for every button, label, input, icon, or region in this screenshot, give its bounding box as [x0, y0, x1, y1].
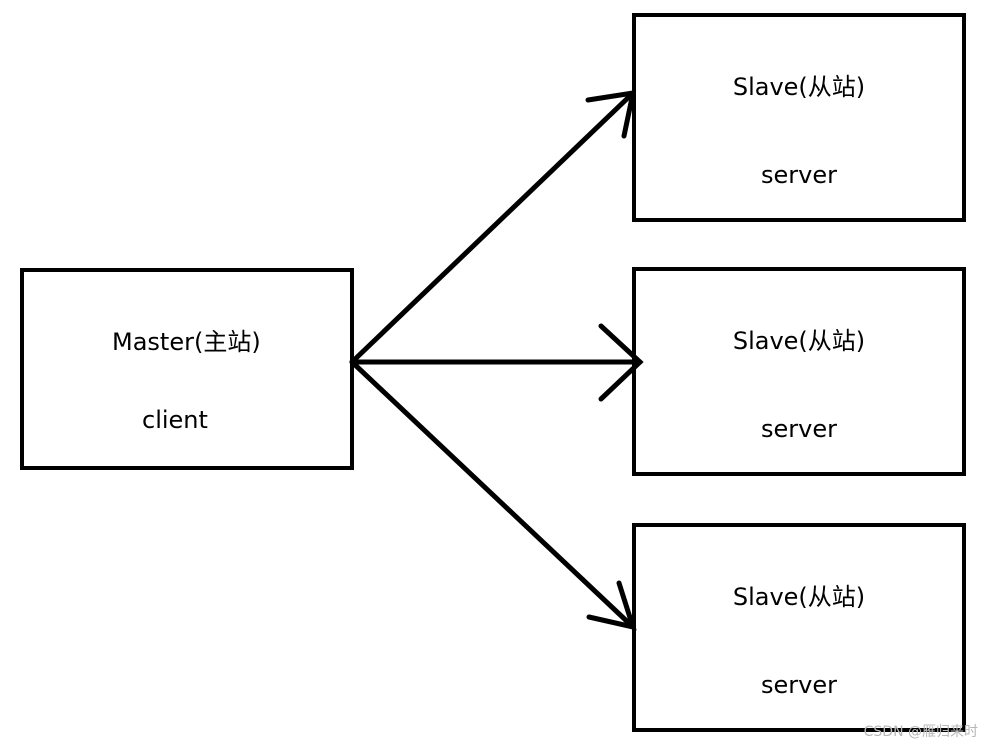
slave-1-title: Slave(从站) [732, 73, 866, 101]
slave-node-2: Slave(从站) server [632, 267, 966, 476]
slave-node-3: Slave(从站) server [632, 523, 966, 732]
slave-2-role: server [761, 415, 837, 443]
master-title: Master(主站) [112, 328, 261, 356]
arrow-to-slave-3 [349, 359, 637, 631]
slave-1-role: server [761, 161, 837, 189]
master-role: client [142, 406, 208, 434]
slave-3-title: Slave(从站) [732, 583, 866, 611]
slave-2-title: Slave(从站) [732, 327, 866, 355]
master-node: Master(主站) client [20, 268, 354, 470]
watermark: CSDN @雁归来时 [863, 724, 978, 740]
arrow-to-slave-2 [349, 323, 644, 402]
arrow-to-slave-1 [349, 89, 637, 365]
slave-3-role: server [761, 671, 837, 699]
slave-node-1: Slave(从站) server [632, 13, 966, 222]
